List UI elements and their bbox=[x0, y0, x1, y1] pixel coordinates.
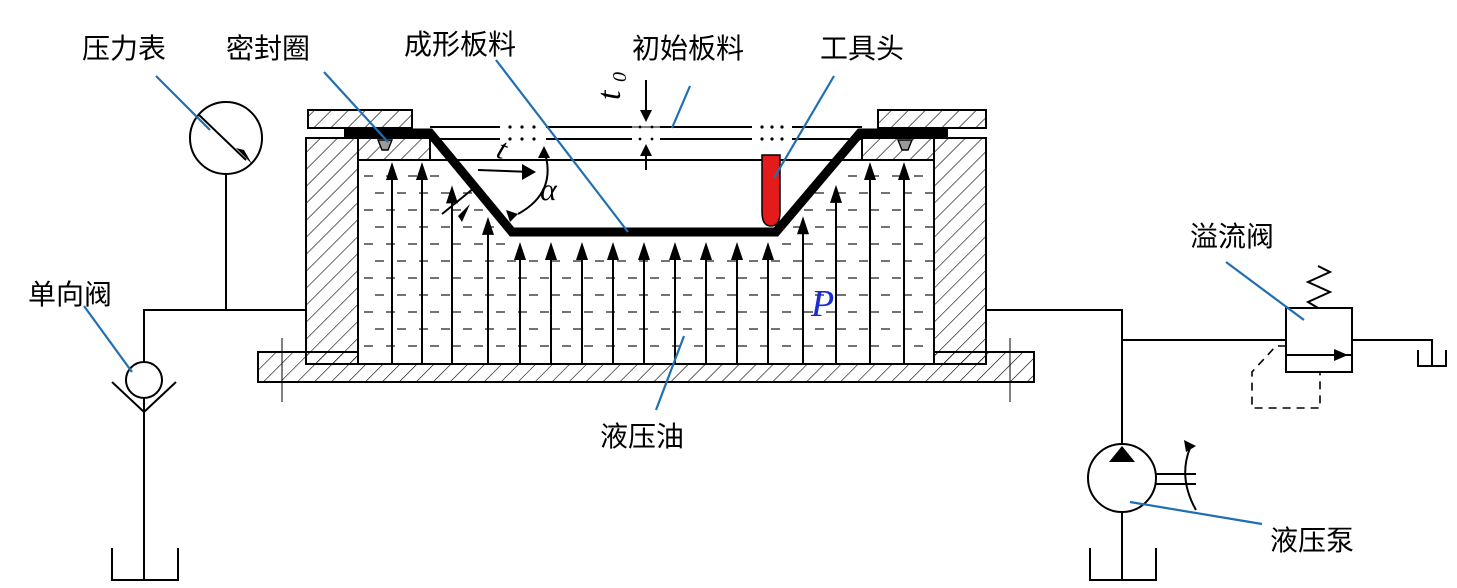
label-formed-sheet: 成形板料 bbox=[404, 28, 516, 61]
relief-valve-body bbox=[1285, 307, 1353, 373]
formed-sheet bbox=[344, 128, 948, 237]
oil-cavity bbox=[357, 159, 935, 365]
pressure-arrow-head bbox=[386, 162, 398, 180]
pressure-arrow-head bbox=[669, 242, 681, 260]
label-check-valve: 单向阀 bbox=[28, 278, 112, 311]
gauge-needle-head bbox=[236, 148, 252, 164]
label-tool-head: 工具头 bbox=[820, 32, 904, 65]
leader-hydraulic-oil bbox=[654, 335, 686, 411]
left-circuit bbox=[111, 101, 306, 581]
alpha-dimension bbox=[506, 146, 550, 222]
left-tank bbox=[111, 548, 179, 581]
label-hydraulic-oil: 液压油 bbox=[600, 420, 684, 453]
pressure-arrow-head bbox=[864, 162, 876, 180]
leader-relief-valve bbox=[1225, 261, 1305, 321]
leader-check-valve bbox=[83, 305, 133, 373]
right-tank-small bbox=[1417, 350, 1447, 367]
leader-seal-ring bbox=[323, 71, 389, 143]
label-initial-sheet: 初始板料 bbox=[632, 32, 744, 65]
leader-lines bbox=[83, 59, 1305, 526]
die-left-ledge bbox=[357, 137, 431, 161]
pressure-arrow-head bbox=[545, 242, 557, 260]
oil-dash-pattern bbox=[364, 175, 934, 347]
relief-valve-spring bbox=[1305, 265, 1333, 309]
check-valve-ball bbox=[125, 361, 163, 399]
pressure-arrow-head bbox=[700, 242, 712, 260]
t0-symbol-sub: 0 bbox=[609, 72, 631, 82]
relief-valve-pilot bbox=[1251, 345, 1321, 409]
alpha-symbol: α bbox=[540, 171, 558, 207]
pressure-arrow-head bbox=[482, 216, 494, 235]
right-circuit bbox=[986, 265, 1447, 581]
die-left-wall bbox=[305, 137, 359, 365]
gauge-needle bbox=[197, 113, 247, 161]
pressure-arrow-head bbox=[797, 216, 809, 235]
relief-valve-arrow bbox=[1334, 349, 1348, 361]
pressure-arrow-head bbox=[898, 162, 910, 180]
leader-initial-sheet bbox=[670, 85, 692, 129]
die-right-wall bbox=[933, 137, 987, 365]
label-hydraulic-pump: 液压泵 bbox=[1270, 524, 1354, 557]
t0-symbol-base: t bbox=[591, 89, 628, 100]
pressure-arrow-head bbox=[446, 185, 458, 204]
label-pressure-gauge: 压力表 bbox=[82, 32, 166, 65]
pressure-symbol: P bbox=[810, 283, 834, 325]
pressure-arrow-head bbox=[830, 184, 842, 203]
pressure-arrow-head bbox=[638, 242, 650, 260]
pressure-arrow-head bbox=[576, 242, 588, 260]
pressure-arrow-head bbox=[514, 242, 526, 260]
oil-chamber bbox=[357, 159, 935, 365]
right-clamp bbox=[877, 109, 987, 129]
pressure-arrow-head bbox=[762, 242, 774, 260]
leader-hydraulic-pump bbox=[1129, 500, 1263, 526]
pump-variable-arc bbox=[1184, 447, 1197, 511]
leader-formed-sheet bbox=[495, 59, 629, 233]
sheets bbox=[344, 125, 948, 237]
pressure-arrow-head bbox=[607, 242, 619, 260]
t0-dimension bbox=[630, 80, 662, 170]
pressure-arrow-head bbox=[416, 162, 428, 180]
leader-pressure-gauge bbox=[155, 75, 211, 131]
pump-direction-arrow bbox=[1109, 446, 1135, 462]
tool-head bbox=[761, 154, 781, 227]
leader-tool-head bbox=[773, 75, 835, 179]
right-seal-ring bbox=[896, 139, 914, 151]
right-tank bbox=[1089, 548, 1157, 581]
label-relief-valve: 溢流阀 bbox=[1190, 220, 1274, 253]
label-seal-ring: 密封圈 bbox=[226, 32, 310, 65]
pressure-arrow-head bbox=[731, 242, 743, 260]
pressure-arrows bbox=[386, 162, 910, 364]
t-dimension bbox=[441, 164, 536, 222]
